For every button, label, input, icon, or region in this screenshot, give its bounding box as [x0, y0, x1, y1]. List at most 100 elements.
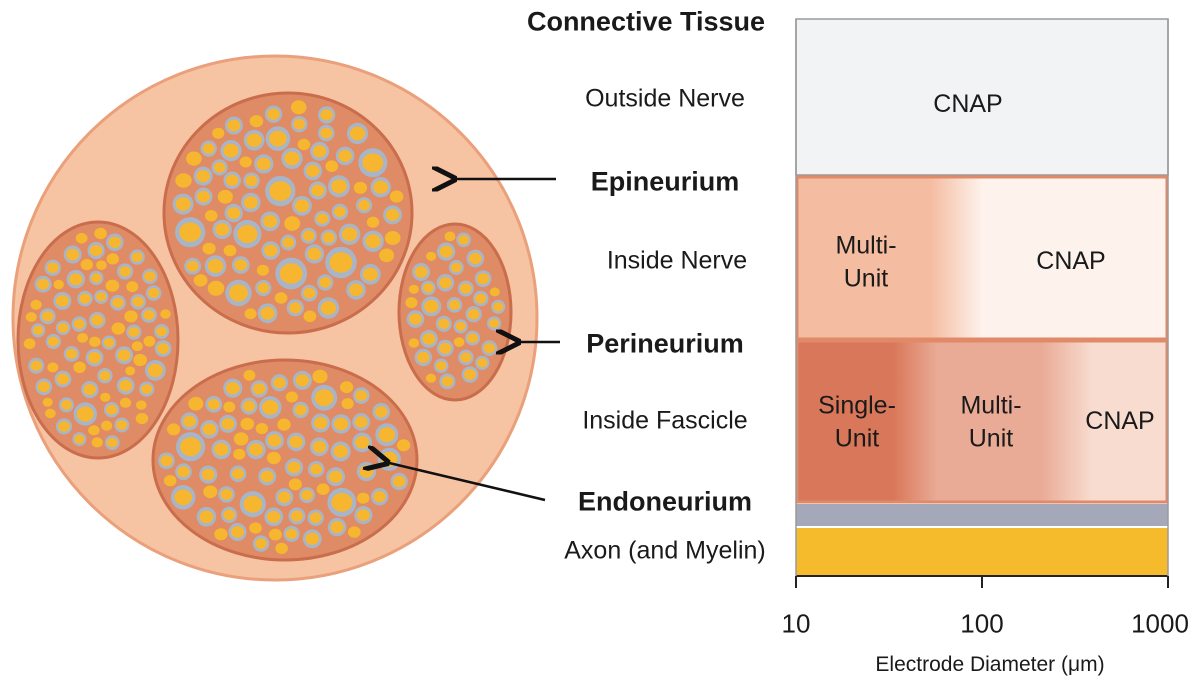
axon [435, 361, 447, 371]
axon [320, 109, 333, 121]
axon [55, 295, 69, 307]
axon [288, 478, 302, 491]
axon [347, 526, 361, 538]
axon [223, 401, 236, 413]
axon [57, 323, 69, 333]
axon [255, 538, 267, 549]
axon [243, 369, 256, 381]
axon [319, 277, 332, 288]
axon [132, 296, 144, 307]
inside-nerve-label: Inside Nerve [606, 246, 748, 275]
axon [425, 373, 437, 383]
inside-fascicle-cnap: CNAP [1085, 406, 1155, 435]
axon [180, 437, 202, 457]
axon [88, 425, 100, 436]
axon [450, 262, 462, 273]
endoneurium-label: Endoneurium [578, 486, 752, 517]
axon [141, 384, 153, 394]
axon [106, 404, 118, 415]
axon [284, 216, 301, 231]
axon [290, 100, 307, 115]
outside-nerve-cnap: CNAP [933, 89, 1003, 118]
axon [378, 427, 396, 443]
axon [331, 179, 347, 194]
axon [441, 376, 454, 387]
axon [242, 400, 256, 412]
axon [264, 244, 278, 257]
axon [365, 234, 381, 249]
axon [221, 418, 235, 430]
axon [111, 322, 126, 335]
axon [66, 248, 80, 261]
axon [156, 326, 168, 337]
axon [357, 492, 370, 504]
axon [179, 222, 202, 242]
inside-fascicle-multi-unit: Multi- Unit [960, 391, 1022, 453]
axon [249, 115, 264, 128]
axon [234, 259, 248, 271]
axon [112, 297, 124, 308]
axon [384, 231, 401, 245]
axon [157, 343, 170, 354]
axon [269, 181, 292, 202]
axon [273, 377, 286, 389]
axon [334, 417, 349, 431]
axon [167, 423, 181, 436]
axon [148, 287, 160, 299]
axon [289, 302, 302, 314]
axon [214, 528, 228, 541]
axon [73, 361, 86, 373]
axon [223, 509, 235, 521]
axon [275, 542, 288, 555]
axon [119, 379, 133, 392]
axon [310, 463, 323, 475]
fascicle-top [162, 91, 414, 335]
axon [426, 251, 437, 261]
axon [409, 313, 422, 325]
axon [340, 381, 354, 394]
x-axis-title: Electrode Diameter (μm) [875, 653, 1105, 676]
axon [460, 352, 472, 363]
axon [358, 199, 370, 211]
axon [306, 164, 320, 177]
axon [381, 451, 398, 467]
axon [42, 397, 53, 407]
axon [475, 293, 487, 304]
axon [65, 348, 78, 359]
axon [25, 312, 37, 322]
axon [116, 420, 128, 430]
axon [287, 461, 301, 474]
axon [309, 512, 322, 523]
axon [231, 526, 244, 538]
axon [119, 266, 131, 277]
axon [267, 434, 282, 447]
axon [489, 287, 500, 297]
axon [243, 196, 258, 209]
axon [255, 423, 269, 435]
inside-nerve-cnap: CNAP [1036, 246, 1106, 275]
axon [249, 522, 262, 534]
axon [204, 210, 218, 222]
axon [274, 292, 288, 304]
axon [493, 302, 504, 312]
axon [183, 415, 196, 428]
axon [135, 413, 149, 425]
axon [227, 207, 241, 220]
axon [385, 208, 400, 221]
axon [202, 143, 215, 154]
axon [249, 443, 263, 456]
axon [408, 338, 420, 348]
axon [30, 360, 42, 371]
axon [392, 475, 406, 488]
axon [269, 130, 287, 147]
axon [256, 157, 271, 171]
axon [316, 213, 329, 224]
axon [313, 416, 328, 430]
axon [246, 133, 262, 147]
axon [88, 351, 101, 364]
axon [320, 301, 337, 315]
axon [320, 127, 333, 139]
axon [328, 470, 343, 483]
axon [131, 252, 143, 262]
axon [237, 224, 258, 244]
